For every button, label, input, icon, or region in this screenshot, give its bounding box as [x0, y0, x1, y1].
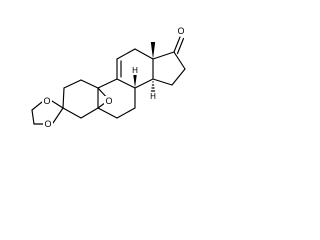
- ring-b: [97, 78, 136, 119]
- ketal-oxygen-upper-label: O: [43, 96, 50, 106]
- ketal-oxygen-lower-label: O: [44, 119, 51, 129]
- dioxolane-ring: [31, 100, 64, 125]
- ketal-oxygen-lower-background: [43, 119, 53, 130]
- ketone-oxygen-background: [176, 25, 186, 36]
- steroid-structure-diagram: O O O O H H: [31, 25, 186, 130]
- c13-methyl-wedge-bond: [150, 42, 156, 59]
- epoxide-oxygen-label: O: [105, 96, 112, 106]
- ring-c: [116, 48, 154, 89]
- ketone-oxygen-label: O: [177, 26, 184, 36]
- c14-h-hash-bond: [150, 81, 156, 92]
- c14-hydrogen-label: H: [150, 92, 156, 101]
- c8-hydrogen-label: H: [132, 66, 138, 75]
- epoxide-oxygen-background: [104, 96, 114, 107]
- ring-d: [152, 51, 186, 86]
- ketal-oxygen-upper-background: [42, 96, 52, 107]
- ketone-group: [173, 36, 185, 55]
- ring-a: [62, 79, 99, 119]
- c8-h-wedge-bond: [133, 75, 137, 88]
